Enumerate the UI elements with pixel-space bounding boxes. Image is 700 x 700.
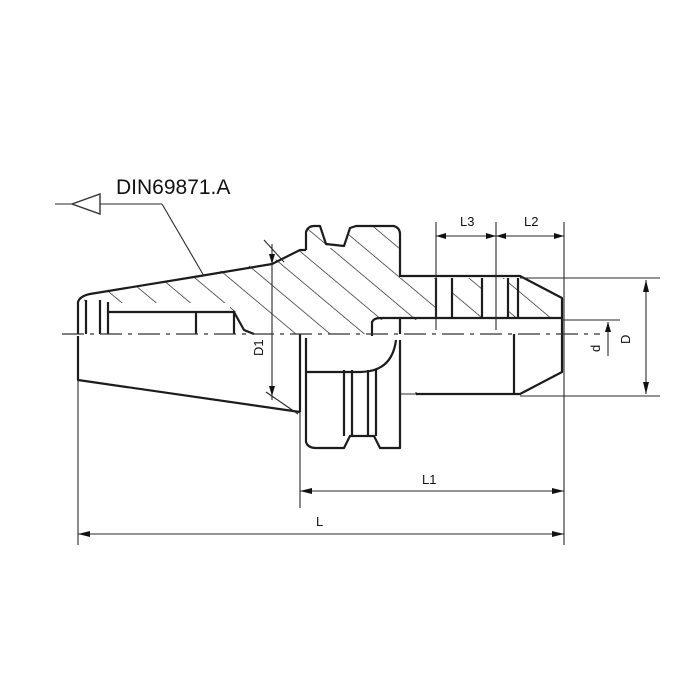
din-standard-label: DIN69871.A — [116, 176, 230, 199]
dim-label-L1: L1 — [422, 472, 436, 487]
dim-label-L2: L2 — [524, 214, 538, 229]
section-hatching — [84, 226, 420, 334]
dim-label-d: d — [588, 345, 603, 352]
dim-label-L3: L3 — [460, 214, 474, 229]
dim-label-D1: D1 — [251, 339, 266, 356]
dim-L3-L2 — [435, 222, 565, 545]
flange-outline — [298, 224, 420, 450]
dim-D — [520, 277, 660, 397]
dim-D1 — [263, 239, 299, 415]
dim-L1 — [299, 412, 564, 508]
dim-label-D: D — [618, 335, 633, 344]
dim-d — [562, 319, 620, 356]
dim-L — [77, 380, 564, 545]
din-leader — [55, 193, 205, 277]
dim-label-L: L — [316, 514, 323, 529]
nose-hatching — [420, 278, 562, 318]
